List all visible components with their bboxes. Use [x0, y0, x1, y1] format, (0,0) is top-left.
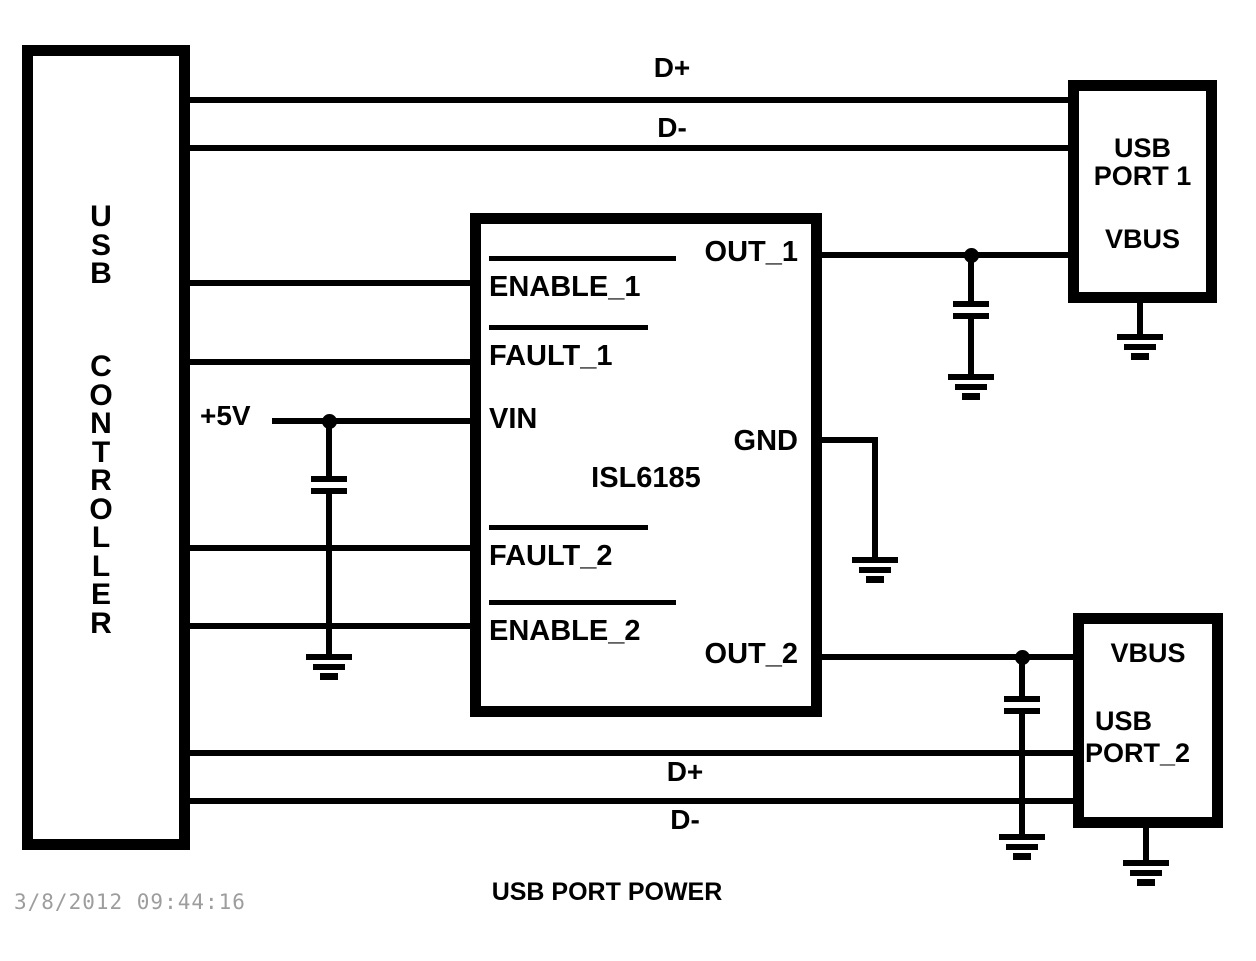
- usb-controller-box: USB CONTROLLER: [22, 45, 190, 850]
- wire-gnd-drop: [872, 437, 878, 560]
- wire-out1-vbus: [816, 252, 1074, 258]
- wire-fault1: [187, 359, 476, 365]
- ic-pin-out2-label: OUT_2: [704, 638, 798, 670]
- capacitor-icon: [311, 476, 347, 494]
- capacitor-icon: [1004, 696, 1040, 714]
- net-label-dminus-bottom: D-: [670, 804, 700, 835]
- ground-icon: [1117, 334, 1163, 360]
- port2-name-line2: PORT_2: [1085, 738, 1191, 768]
- ic-pin-vin-label: VIN: [489, 403, 538, 435]
- wire-out2-cap-top: [1019, 654, 1025, 698]
- ic-pin-out1-label: OUT_1: [704, 236, 798, 268]
- isl6185-ic-box: [470, 213, 822, 717]
- usb-port2-box: [1073, 613, 1223, 828]
- junction-dot: [322, 414, 337, 429]
- port1-name-line1: USB: [1113, 133, 1171, 163]
- port2-name-line1: USB: [1095, 706, 1153, 736]
- wire-port2-gnd: [1143, 826, 1149, 862]
- usb-controller-label-controller: CONTROLLER: [89, 350, 113, 640]
- usb-port1-box: [1068, 80, 1217, 303]
- wire-vin-cap-top: [326, 418, 332, 478]
- net-label-dplus-bottom: D+: [666, 756, 704, 787]
- wire-vin-cap-bottom: [326, 492, 332, 656]
- wire-dminus-top: [187, 145, 1074, 151]
- port2-pin-vbus-label: VBUS: [1110, 638, 1186, 668]
- junction-dot: [1015, 650, 1030, 665]
- ground-icon: [999, 834, 1045, 860]
- timestamp: 3/8/2012 09:44:16: [14, 890, 246, 914]
- diagram-title: USB PORT POWER: [491, 878, 723, 906]
- wire-dplus-bottom: [187, 750, 1075, 756]
- ground-icon: [1123, 860, 1169, 886]
- wire-out2-vbus: [816, 654, 1080, 660]
- wire-out1-cap-top: [968, 252, 974, 303]
- usb-controller-label-usb: USB: [90, 200, 112, 290]
- wire-vin: [272, 418, 476, 424]
- wire-gnd-stub: [816, 437, 878, 443]
- net-label-dminus-top: D-: [657, 112, 687, 143]
- net-label-dplus-top: D+: [653, 52, 691, 83]
- ground-icon: [306, 654, 352, 680]
- ic-part-number-label: ISL6185: [591, 462, 701, 494]
- junction-dot: [964, 248, 979, 263]
- ic-pin-fault2-label: FAULT_2: [489, 525, 648, 573]
- wire-port1-gnd: [1137, 300, 1143, 336]
- port1-pin-vbus-label: VBUS: [1104, 224, 1180, 254]
- capacitor-icon: [953, 301, 989, 319]
- ground-icon: [852, 557, 898, 583]
- net-label-plus5v: +5V: [200, 400, 251, 431]
- ic-pin-fault1-label: FAULT_1: [489, 325, 648, 373]
- ground-icon: [948, 374, 994, 400]
- port1-name-line2: PORT 1: [1093, 161, 1192, 191]
- ic-pin-enable1-label: ENABLE_1: [489, 256, 676, 304]
- ic-pin-enable2-label: ENABLE_2: [489, 600, 676, 648]
- wire-out1-cap-bottom: [968, 317, 974, 376]
- wire-dminus-bottom: [187, 798, 1075, 804]
- ic-pin-gnd-label: GND: [733, 425, 798, 457]
- wire-enable1: [187, 280, 476, 286]
- wire-dplus-top: [187, 97, 1074, 103]
- wire-out2-cap-bottom: [1019, 712, 1025, 836]
